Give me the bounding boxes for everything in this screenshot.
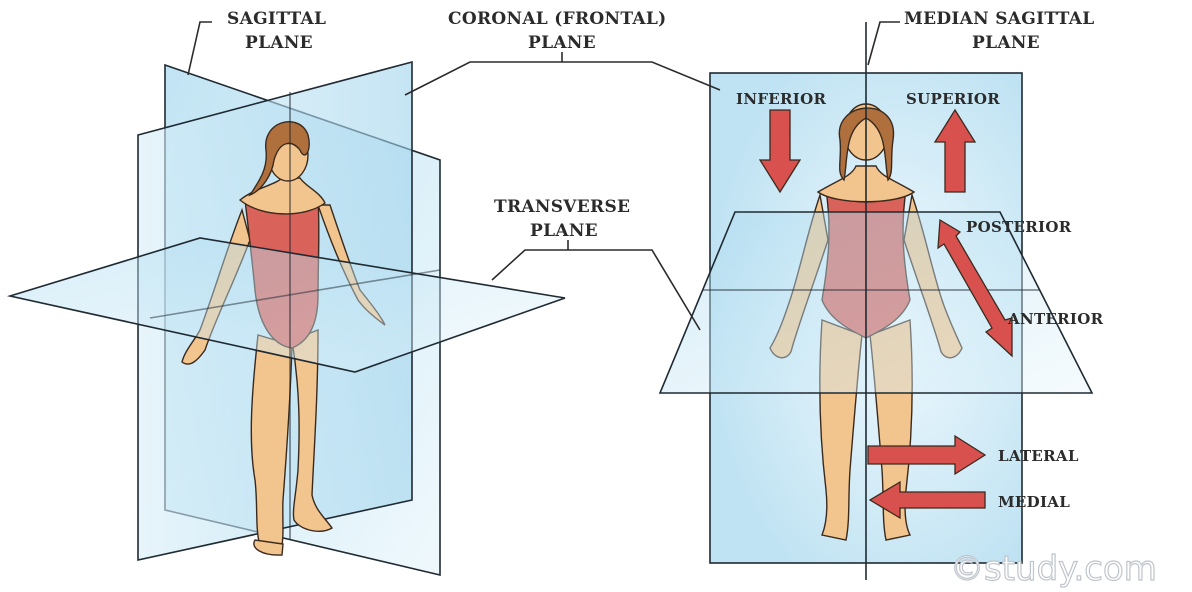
study-watermark: ©study.com: [950, 549, 1157, 589]
medial-label: MEDIAL: [998, 493, 1070, 511]
coronal-label-1: CORONAL (FRONTAL): [448, 9, 666, 29]
transverse-label-1: TRANSVERSE: [494, 197, 630, 217]
sagittal-label-1: SAGITTAL: [227, 9, 326, 29]
transverse-leader: [492, 250, 700, 330]
lateral-label: LATERAL: [998, 447, 1079, 465]
anterior-label: ANTERIOR: [1007, 310, 1104, 328]
transverse-plane-left: [10, 238, 565, 372]
left-figure-group: [10, 62, 565, 575]
median-sagittal-label-1: MEDIAN SAGITTAL: [904, 9, 1094, 29]
sagittal-label-2: PLANE: [245, 33, 313, 53]
coronal-leader: [405, 62, 720, 95]
superior-label: SUPERIOR: [906, 90, 1000, 108]
median-leader: [868, 22, 900, 65]
coronal-label-2: PLANE: [528, 33, 596, 53]
posterior-label: POSTERIOR: [966, 218, 1072, 236]
transverse-plane-right: [660, 212, 1092, 393]
transverse-label-2: PLANE: [530, 221, 598, 241]
median-sagittal-label-2: PLANE: [972, 33, 1040, 53]
inferior-label: INFERIOR: [736, 90, 826, 108]
sagittal-leader: [188, 22, 212, 75]
